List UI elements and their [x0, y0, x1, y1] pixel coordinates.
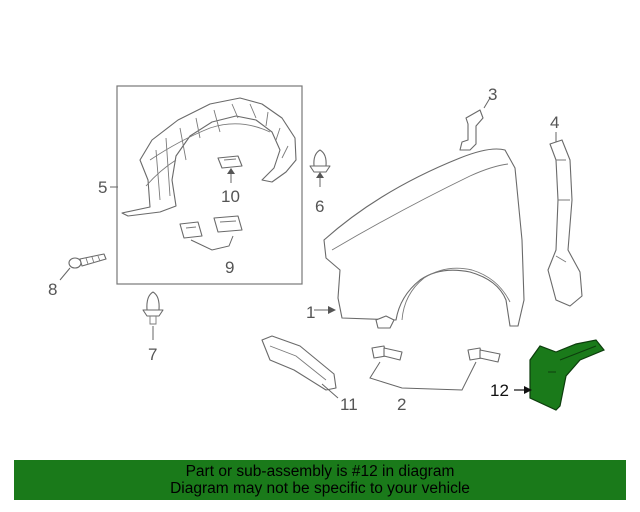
clip-9-part[interactable] [179, 215, 243, 251]
callout-7: 7 [148, 345, 157, 364]
callout-8: 8 [48, 280, 57, 299]
callout-10: 10 [221, 187, 240, 206]
callout-4: 4 [550, 113, 559, 132]
clip-10-part[interactable] [217, 155, 243, 183]
liner-group-box [116, 85, 303, 285]
fender-part[interactable] [314, 148, 525, 329]
callout-11: 11 [340, 395, 358, 414]
bolt-2-part[interactable] [369, 345, 501, 391]
callout-12: 12 [490, 381, 509, 400]
arrow-icon [328, 306, 336, 314]
highlighted-part-12[interactable] [514, 339, 605, 411]
banner-line-2: Diagram may not be specific to your vehi… [170, 480, 470, 497]
arrow-icon [227, 168, 235, 174]
callout-9: 9 [225, 258, 234, 277]
fender-liner-part[interactable] [121, 97, 297, 217]
info-banner: Part or sub-assembly is #12 in diagram D… [14, 460, 626, 500]
splash-guard-part[interactable] [261, 335, 339, 399]
push-clip-6-part[interactable] [309, 149, 331, 187]
callout-1: 1 [306, 303, 315, 322]
bracket-3-part[interactable] [459, 97, 491, 151]
callout-2: 2 [397, 395, 406, 414]
arrow-icon [316, 172, 324, 178]
screw-8-part[interactable] [59, 253, 107, 281]
callout-6: 6 [315, 197, 324, 216]
callout-3: 3 [488, 85, 497, 104]
push-clip-7-part[interactable] [142, 291, 164, 340]
callout-5: 5 [98, 178, 107, 197]
banner-line-1: Part or sub-assembly is #12 in diagram [185, 463, 455, 480]
bracket-4-part[interactable] [547, 132, 583, 307]
arrow-icon [524, 386, 532, 394]
